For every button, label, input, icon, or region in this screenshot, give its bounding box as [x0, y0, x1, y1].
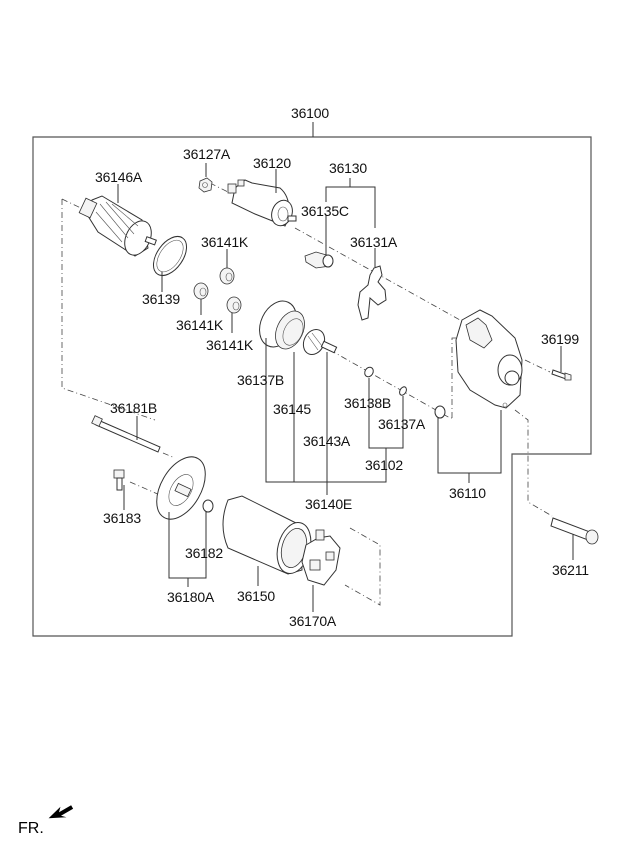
- label-36170A[interactable]: 36170A: [289, 613, 337, 629]
- yoke-36150[interactable]: [222, 495, 316, 577]
- label-36100[interactable]: 36100: [291, 105, 329, 121]
- label-36180A[interactable]: 36180A: [167, 589, 215, 605]
- bushing-36182[interactable]: [202, 499, 214, 513]
- brush-holder-36170A[interactable]: [301, 529, 341, 586]
- bushing-36110[interactable]: [434, 405, 446, 419]
- rear-bracket-36180A[interactable]: [147, 449, 216, 528]
- front-orientation-label: FR.: [18, 820, 44, 837]
- drive-axis: [329, 349, 452, 419]
- armature-36146A[interactable]: [78, 195, 157, 259]
- mounting-bolt-36211[interactable]: [550, 517, 599, 545]
- bracket-36140E: [265, 338, 387, 483]
- top-axis-line: [61, 198, 86, 211]
- label-36138B[interactable]: 36138B: [344, 395, 392, 411]
- shaft-36143A[interactable]: [320, 340, 338, 354]
- label-36110[interactable]: 36110: [449, 485, 486, 501]
- screw-axis: [129, 481, 161, 496]
- snap-ring-36137A[interactable]: [398, 386, 408, 397]
- label-36120[interactable]: 36120: [253, 155, 291, 171]
- stud-bolt-36199[interactable]: [551, 369, 572, 381]
- label-36141K-top[interactable]: 36141K: [201, 234, 249, 250]
- label-36140E[interactable]: 36140E: [305, 496, 353, 512]
- housing-link: [451, 337, 462, 418]
- stud-axis: [524, 359, 551, 373]
- nut-36127A[interactable]: [198, 177, 213, 193]
- planetary-gear-36141K-1[interactable]: [219, 267, 235, 285]
- label-36145[interactable]: 36145: [273, 401, 311, 417]
- label-36102[interactable]: 36102: [365, 457, 403, 473]
- label-36146A[interactable]: 36146A: [95, 169, 143, 185]
- front-housing-36110[interactable]: [455, 309, 523, 409]
- stop-ring-36138B[interactable]: [363, 366, 375, 379]
- throughbolt-axis: [162, 452, 176, 459]
- brush-axis: [344, 527, 381, 606]
- plate-36139[interactable]: [147, 231, 194, 282]
- label-36130[interactable]: 36130: [329, 160, 367, 176]
- label-36211[interactable]: 36211: [552, 562, 589, 578]
- solenoid-axis: [209, 182, 233, 195]
- shift-lever-36131A[interactable]: [357, 265, 387, 321]
- planetary-gear-36141K-3[interactable]: [226, 296, 242, 314]
- label-36143A[interactable]: 36143A: [303, 433, 351, 449]
- label-36131A[interactable]: 36131A: [350, 234, 398, 250]
- bolt-axis: [514, 409, 553, 517]
- label-36137A[interactable]: 36137A: [378, 416, 426, 432]
- label-36150[interactable]: 36150: [237, 588, 275, 604]
- label-36139[interactable]: 36139: [142, 291, 180, 307]
- plunger-36135C[interactable]: [304, 251, 334, 269]
- label-36141K-right[interactable]: 36141K: [206, 337, 254, 353]
- screw-36183[interactable]: [113, 469, 125, 491]
- bracket-36110: [437, 410, 502, 474]
- label-36181B[interactable]: 36181B: [110, 400, 158, 416]
- label-36199[interactable]: 36199: [541, 331, 579, 347]
- planetary-gear-36141K-2[interactable]: [193, 282, 209, 300]
- assembly-boundary: [32, 136, 592, 637]
- clutch-36137B[interactable]: [252, 295, 310, 354]
- front-arrow-icon: [48, 805, 74, 819]
- solenoid-36120[interactable]: [227, 179, 297, 229]
- label-36127A[interactable]: 36127A: [183, 146, 231, 162]
- label-36141K-left[interactable]: 36141K: [176, 317, 224, 333]
- label-36137B[interactable]: 36137B: [237, 372, 285, 388]
- label-36135C[interactable]: 36135C: [301, 203, 349, 219]
- label-36182[interactable]: 36182: [185, 545, 223, 561]
- through-bolt-36181B[interactable]: [91, 415, 161, 453]
- label-36183[interactable]: 36183: [103, 510, 141, 526]
